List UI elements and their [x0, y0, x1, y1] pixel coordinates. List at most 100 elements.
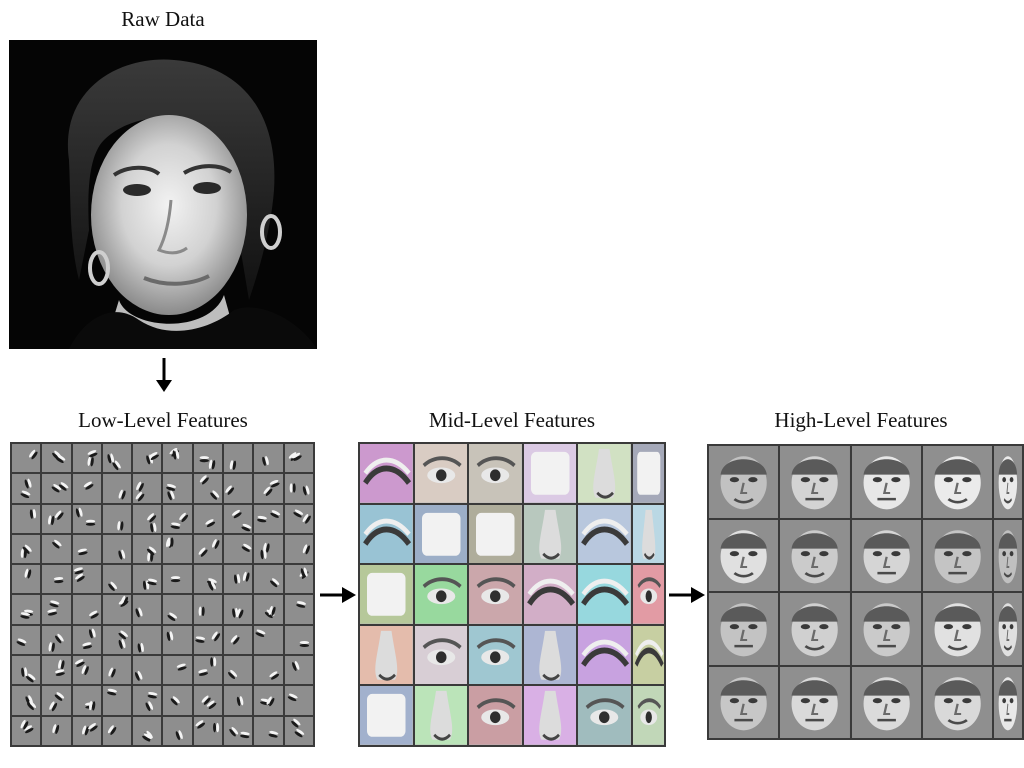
part-feature-cell: [414, 686, 467, 745]
edge-filter-cell: [102, 444, 132, 473]
part-feature-cell: [632, 625, 664, 685]
face-feature-cell: [922, 593, 993, 665]
edge-filter-cell: [254, 595, 283, 624]
edge-filter-cell: [102, 534, 132, 564]
edge-filter-cell: [254, 656, 283, 685]
edge-filter-cell: [12, 444, 41, 473]
edge-filter-cell: [133, 444, 162, 473]
edge-filter-cell: [72, 656, 101, 685]
part-feature-cell: [360, 444, 413, 503]
part-feature-cell: [523, 565, 576, 624]
part-feature-cell: [469, 565, 522, 624]
face-feature-cell: [709, 519, 779, 591]
edge-filter-cell: [193, 444, 223, 473]
edge-filter-cell: [102, 474, 132, 503]
edge-filter-cell: [254, 534, 283, 564]
edge-filter-cell: [284, 534, 313, 564]
edge-filter-cell: [284, 474, 313, 503]
edge-filter-cell: [42, 595, 71, 624]
edge-filter-cell: [42, 625, 71, 655]
edge-filter-cell: [163, 444, 192, 473]
edge-filter-cell: [102, 565, 132, 594]
part-feature-cell: [360, 565, 413, 624]
part-feature-cell: [469, 625, 522, 685]
edge-filter-cell: [42, 686, 71, 715]
edge-filter-cell: [224, 656, 253, 685]
edge-filter-cell: [133, 504, 162, 533]
face-feature-cell: [922, 666, 993, 738]
edge-filter-cell: [163, 625, 192, 655]
edge-filter-cell: [254, 504, 283, 533]
edge-filter-cell: [254, 444, 283, 473]
part-feature-cell: [632, 686, 664, 745]
edge-filter-cell: [42, 504, 71, 533]
edge-filter-cell: [133, 565, 162, 594]
face-feature-cell: [851, 666, 921, 738]
part-feature-cell: [523, 686, 576, 745]
edge-filter-cell: [72, 504, 101, 533]
right-arrow-icon: [669, 587, 705, 603]
edge-filter-cell: [163, 534, 192, 564]
edge-filter-cell: [12, 534, 41, 564]
edge-filter-cell: [193, 534, 223, 564]
edge-filter-cell: [72, 474, 101, 503]
part-feature-cell: [523, 625, 576, 685]
edge-filter-cell: [193, 716, 223, 745]
face-feature-cell: [709, 593, 779, 665]
edge-filter-cell: [163, 656, 192, 685]
part-feature-cell: [632, 444, 664, 503]
edge-filter-cell: [72, 716, 101, 745]
face-feature-cell: [851, 519, 921, 591]
edge-filter-cell: [193, 504, 223, 533]
edge-filter-cell: [72, 534, 101, 564]
face-feature-cell: [994, 519, 1022, 591]
part-feature-cell: [578, 565, 631, 624]
edge-filter-cell: [224, 534, 253, 564]
part-feature-cell: [578, 444, 631, 503]
edge-filter-cell: [42, 444, 71, 473]
edge-filter-cell: [254, 625, 283, 655]
edge-filter-cell: [72, 595, 101, 624]
edge-filter-cell: [224, 716, 253, 745]
part-feature-cell: [360, 686, 413, 745]
part-feature-cell: [578, 625, 631, 685]
edge-filter-cell: [133, 534, 162, 564]
right-arrow-icon: [320, 587, 356, 603]
edge-filter-cell: [193, 474, 223, 503]
edge-filter-cell: [163, 716, 192, 745]
part-feature-cell: [414, 504, 467, 564]
part-feature-cell: [360, 625, 413, 685]
edge-filter-cell: [133, 716, 162, 745]
edge-filter-cell: [224, 444, 253, 473]
face-feature-cell: [709, 446, 779, 518]
face-feature-cell: [780, 593, 850, 665]
edge-filter-cell: [72, 686, 101, 715]
edge-filter-cell: [102, 595, 132, 624]
edge-filter-cell: [72, 625, 101, 655]
face-feature-cell: [994, 666, 1022, 738]
edge-filter-cell: [284, 716, 313, 745]
part-feature-cell: [469, 686, 522, 745]
edge-filter-cell: [254, 565, 283, 594]
face-feature-cell: [780, 519, 850, 591]
edge-filter-cell: [72, 565, 101, 594]
raw-data-label: Raw Data: [121, 7, 205, 31]
face-feature-cell: [709, 666, 779, 738]
part-feature-cell: [469, 444, 522, 503]
edge-filter-cell: [102, 656, 132, 685]
edge-filter-cell: [193, 686, 223, 715]
edge-filter-cell: [42, 656, 71, 685]
edge-filter-cell: [284, 565, 313, 594]
low-level-features-label: Low-Level Features: [78, 408, 248, 432]
edge-filter-cell: [254, 686, 283, 715]
edge-filter-cell: [163, 565, 192, 594]
edge-filter-cell: [42, 565, 71, 594]
edge-filter-cell: [224, 625, 253, 655]
edge-filter-cell: [224, 565, 253, 594]
part-feature-cell: [414, 565, 467, 624]
edge-filter-cell: [42, 534, 71, 564]
edge-filter-cell: [12, 595, 41, 624]
edge-filter-cell: [163, 474, 192, 503]
edge-filter-cell: [254, 474, 283, 503]
edge-filter-cell: [133, 686, 162, 715]
